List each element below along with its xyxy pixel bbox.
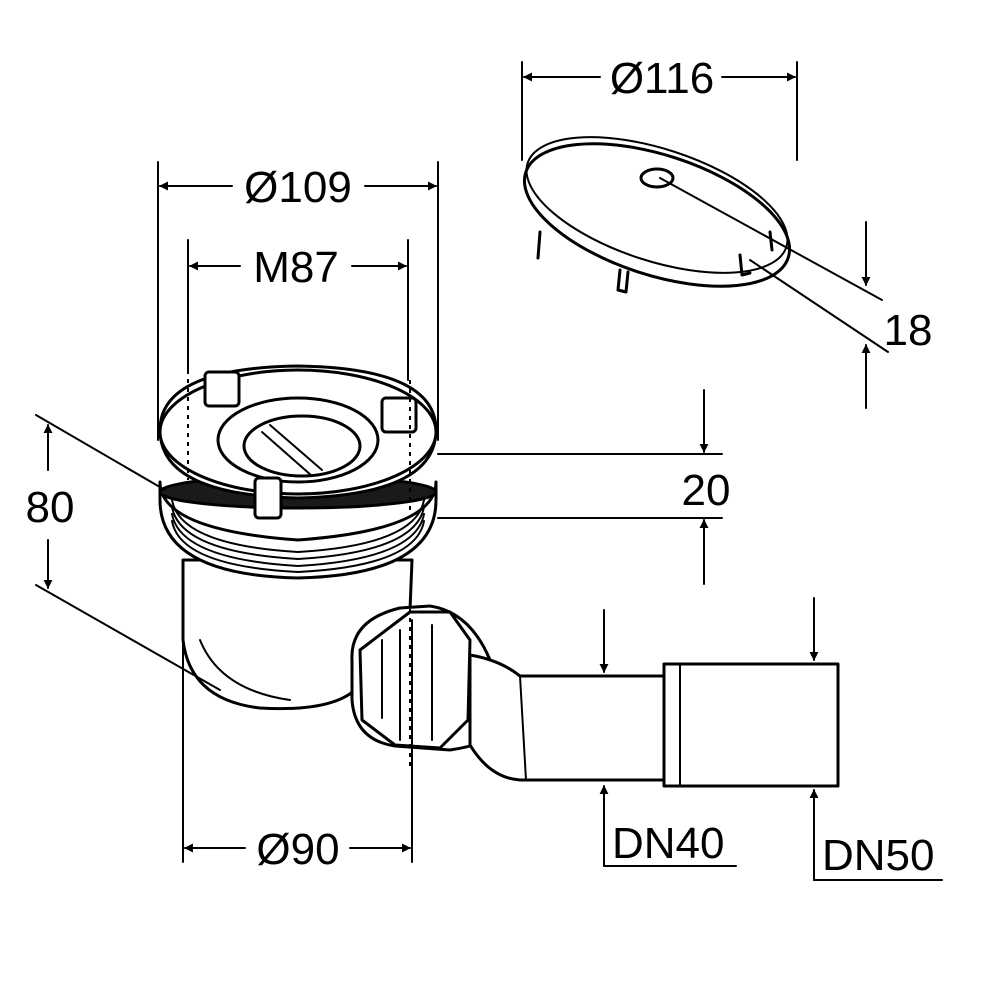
label-outlet-dn40: DN40 bbox=[612, 819, 725, 868]
clip-front bbox=[253, 476, 283, 520]
clip-left bbox=[203, 370, 241, 408]
dimension-cover-height: 18 bbox=[659, 177, 933, 409]
cover-plate bbox=[522, 136, 792, 294]
dimension-body-diameter: Ø90 bbox=[182, 569, 413, 874]
label-thread: M87 bbox=[253, 243, 339, 292]
label-body-diameter: Ø90 bbox=[256, 825, 339, 874]
label-total-height: 80 bbox=[26, 483, 75, 532]
outlet-pipe-dn50 bbox=[662, 662, 840, 788]
dimension-flange-diameter: Ø109 bbox=[157, 161, 439, 441]
label-flange-height: 20 bbox=[682, 466, 731, 515]
cover-center-hole bbox=[639, 167, 675, 189]
label-cover-height: 18 bbox=[884, 306, 933, 355]
clip-right bbox=[380, 396, 418, 434]
label-outlet-dn50: DN50 bbox=[822, 831, 935, 880]
dimension-flange-height: 20 bbox=[437, 389, 731, 585]
thread-lines bbox=[171, 499, 425, 574]
label-cover-diameter: Ø116 bbox=[610, 54, 714, 103]
dimension-outlet-dn50: DN50 bbox=[809, 597, 943, 881]
dimension-cover-diameter: Ø116 bbox=[521, 54, 798, 161]
dimension-thread: M87 bbox=[187, 239, 409, 381]
label-flange-diameter: Ø109 bbox=[244, 163, 352, 212]
dimension-total-height: 80 bbox=[26, 414, 221, 691]
outlet-assembly bbox=[350, 604, 840, 788]
reference-lines bbox=[187, 370, 411, 770]
dimension-outlet-dn40: DN40 bbox=[599, 609, 737, 868]
